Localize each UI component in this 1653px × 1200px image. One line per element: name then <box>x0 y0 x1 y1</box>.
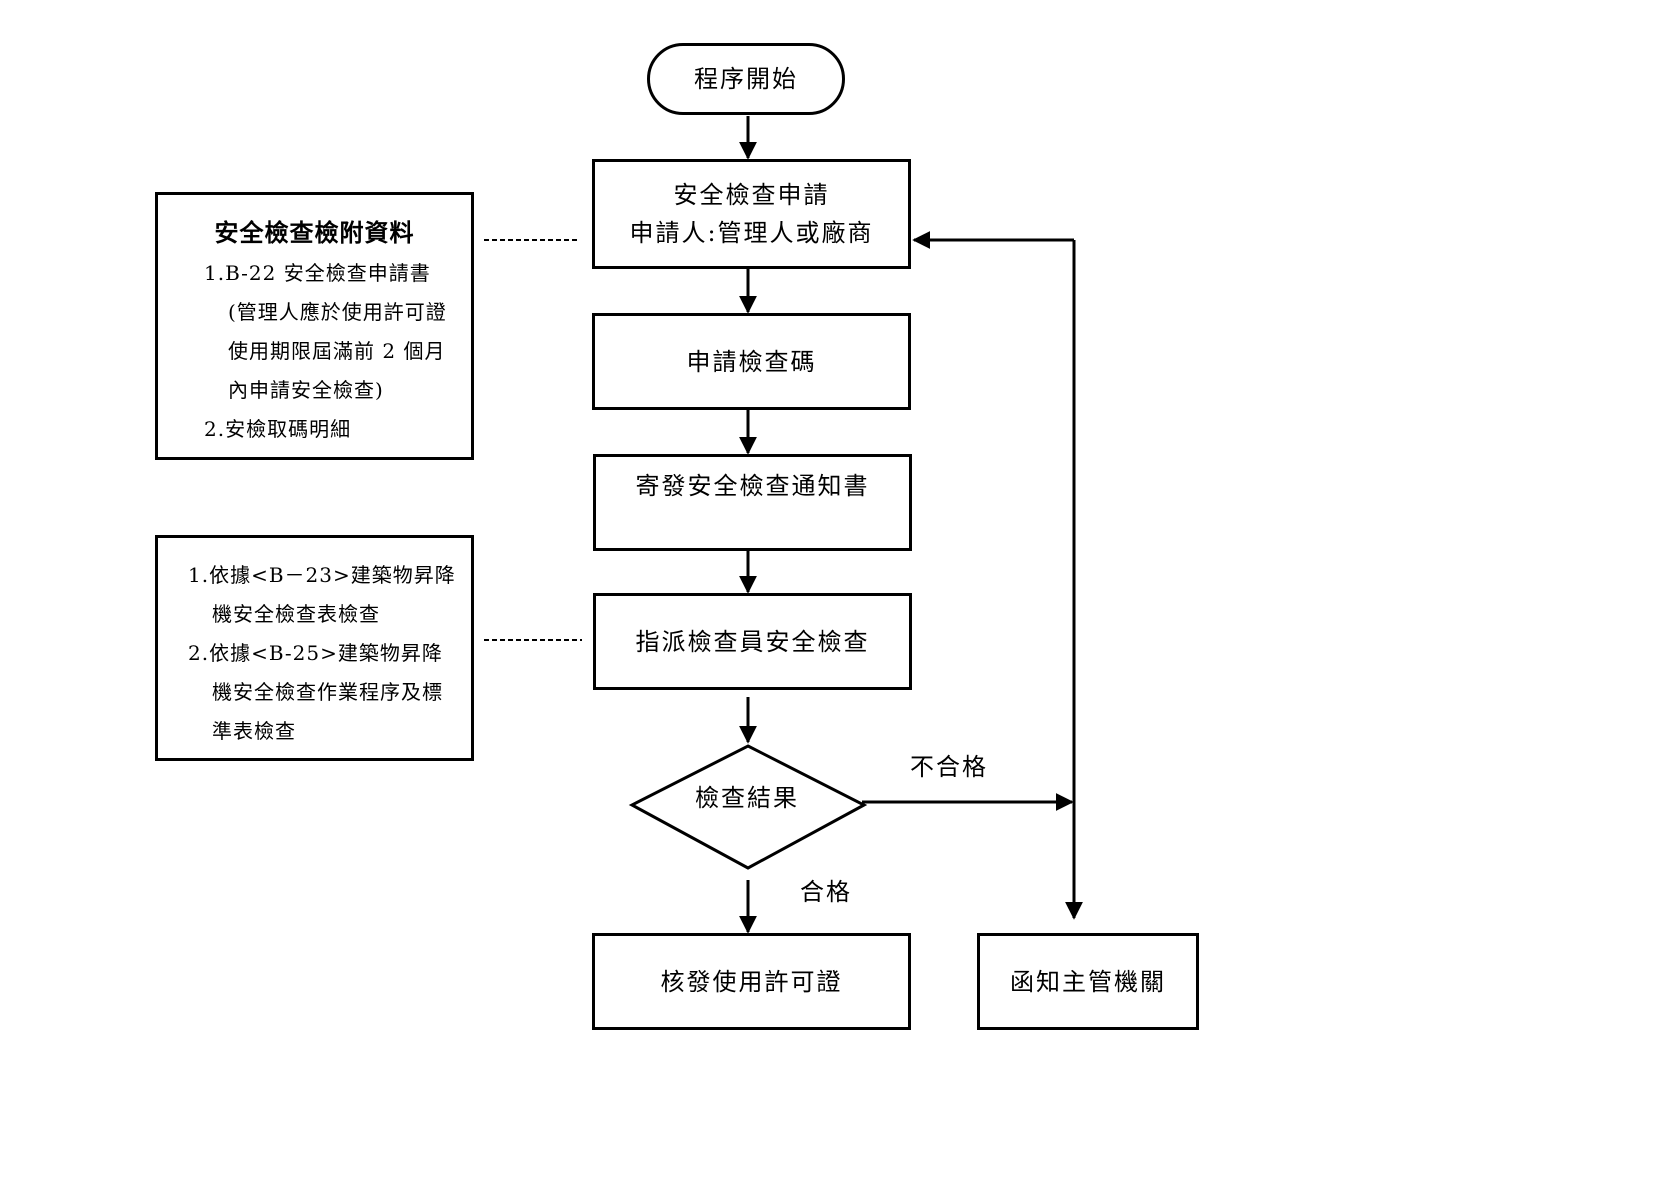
inspection-basis-item-2: 2.依據<B-25>建築物昇降機安全檢查作業程序及標準表檢查 <box>188 641 443 743</box>
code-box: 申請檢查碼 <box>592 313 911 410</box>
notice-box: 寄發安全檢查通知書 <box>593 454 912 551</box>
fail-label: 不合格 <box>910 753 988 781</box>
decision-diamond <box>628 744 868 870</box>
decision-label: 檢查結果 <box>695 784 799 812</box>
issue-permit-label: 核發使用許可證 <box>660 967 843 996</box>
assign-box: 指派檢查員安全檢查 <box>593 593 912 690</box>
notify-authority-box: 函知主管機關 <box>977 933 1199 1030</box>
notice-label: 寄發安全檢查通知書 <box>635 472 870 500</box>
attachments-note: 安全檢查檢附資料 1.B-22 安全檢查申請書(管理人應於使用許可證使用期限屆滿… <box>155 192 474 460</box>
code-label: 申請檢查碼 <box>686 347 817 376</box>
pass-label: 合格 <box>800 878 852 906</box>
assign-label: 指派檢查員安全檢查 <box>635 627 870 656</box>
attachments-item-2: 2.安檢取碼明細 <box>204 417 352 441</box>
issue-permit-box: 核發使用許可證 <box>592 933 911 1030</box>
apply-box: 安全檢查申請 申請人:管理人或廠商 <box>592 159 911 269</box>
attachments-title: 安全檢查檢附資料 <box>214 218 415 247</box>
notify-authority-label: 函知主管機關 <box>1010 967 1166 996</box>
inspection-basis-item-1: 1.依據<B－23>建築物昇降機安全檢查表檢查 <box>188 563 456 626</box>
apply-line-2: 申請人:管理人或廠商 <box>629 219 874 247</box>
attachments-item-1: 1.B-22 安全檢查申請書(管理人應於使用許可證使用期限屆滿前 2 個月內申請… <box>204 261 447 402</box>
inspection-basis-note: 1.依據<B－23>建築物昇降機安全檢查表檢查 2.依據<B-25>建築物昇降機… <box>155 535 474 761</box>
start-label: 程序開始 <box>694 65 798 93</box>
apply-line-1: 安全檢查申請 <box>673 181 830 209</box>
start-terminal: 程序開始 <box>647 43 845 115</box>
